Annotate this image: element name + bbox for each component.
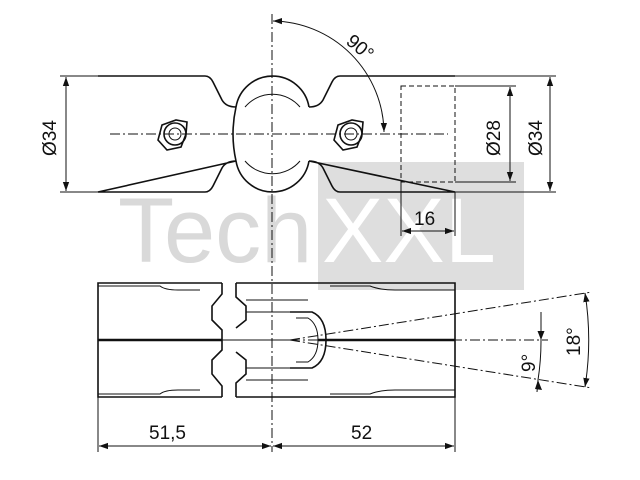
bottom-view-dimensions: 9° 18° 51,5 52 xyxy=(97,292,590,452)
top-view xyxy=(97,14,456,452)
dim-angle-rotation: 90° xyxy=(342,31,378,66)
joint-side-arc xyxy=(232,106,237,162)
dim-length-right: 52 xyxy=(351,423,372,444)
right-block-slot xyxy=(235,283,247,397)
right-nut xyxy=(333,119,364,151)
left-block-profile-bottom xyxy=(98,389,200,395)
ray-lower xyxy=(289,339,593,389)
right-block-profile-top xyxy=(330,285,455,291)
dim-arc-rotation xyxy=(272,18,387,133)
dim-angle-full: 18° xyxy=(564,327,585,356)
dim-arc-half xyxy=(536,312,542,393)
dim-arc-full xyxy=(583,292,590,388)
right-block-profile-bottom xyxy=(330,389,455,395)
dim-length-left: 51,5 xyxy=(149,423,186,444)
left-nut xyxy=(157,119,188,151)
dim-diameter-left: Ø34 xyxy=(40,120,61,156)
left-block-profile-top xyxy=(98,285,200,291)
dim-depth: 16 xyxy=(414,209,435,230)
dim-angle-half: 9° xyxy=(519,354,540,372)
dim-diameter-right: Ø34 xyxy=(526,120,547,156)
bottom-view xyxy=(97,282,593,398)
watermark-text-light: Tech xyxy=(118,180,312,282)
watermark: Tech XXL xyxy=(118,162,524,290)
ray-upper xyxy=(289,291,593,341)
left-part-outline xyxy=(97,75,237,193)
dim-diameter-inner: Ø28 xyxy=(484,120,505,156)
watermark-box xyxy=(318,162,524,290)
